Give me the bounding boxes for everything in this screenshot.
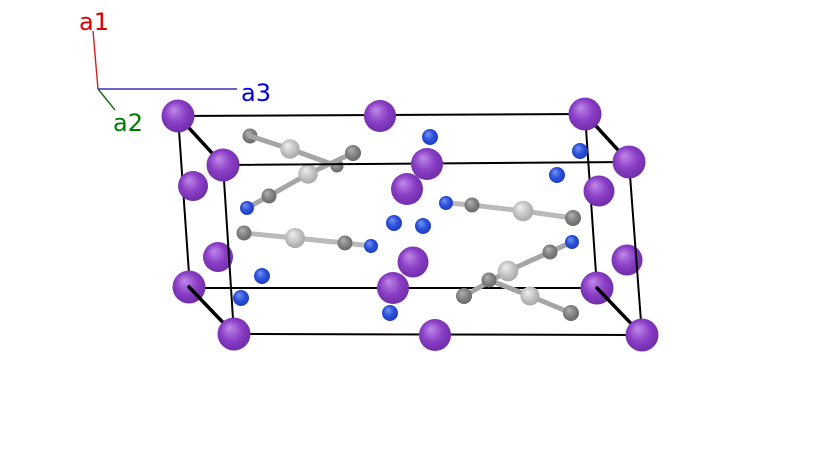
axis-line-a2: [97, 88, 116, 111]
axis-label-a3: a3: [241, 79, 271, 107]
atom-purple-sphere[interactable]: [419, 319, 451, 351]
cell-edge-front: [222, 164, 235, 335]
atom-purple-sphere[interactable]: [625, 318, 659, 352]
atoms-and-bonds: [161, 97, 643, 321]
atom-gray-sphere[interactable]: [481, 272, 497, 288]
atom-purple-sphere[interactable]: [178, 171, 208, 201]
atom-blue-sphere[interactable]: [382, 305, 398, 321]
atom-gray-sphere[interactable]: [565, 210, 581, 226]
atom-gray-sphere[interactable]: [261, 188, 277, 204]
atom-blue-sphere[interactable]: [233, 290, 249, 306]
atom-gray-sphere[interactable]: [456, 288, 472, 304]
atom-purple-sphere[interactable]: [161, 99, 195, 133]
atom-grayLight-sphere[interactable]: [497, 260, 519, 282]
atom-purple-sphere[interactable]: [583, 175, 615, 207]
front-atoms: [206, 145, 659, 352]
cell-edge-back: [177, 115, 191, 289]
atom-grayLight-sphere[interactable]: [285, 228, 305, 248]
cell-edge-front: [628, 161, 643, 336]
atom-purple-sphere[interactable]: [611, 244, 643, 276]
atom-gray-sphere[interactable]: [337, 235, 353, 251]
atom-purple-sphere[interactable]: [206, 148, 240, 182]
atom-blue-sphere[interactable]: [254, 268, 270, 284]
atom-blue-sphere[interactable]: [572, 143, 588, 159]
atom-gray-sphere[interactable]: [542, 244, 558, 260]
atom-purple-sphere[interactable]: [568, 97, 602, 131]
atom-purple-sphere[interactable]: [612, 145, 646, 179]
atom-purple-sphere[interactable]: [377, 272, 409, 304]
atom-blue-sphere[interactable]: [422, 129, 438, 145]
atom-blue-sphere[interactable]: [565, 235, 579, 249]
atom-gray-sphere[interactable]: [464, 197, 480, 213]
atom-blue-sphere[interactable]: [240, 201, 254, 215]
atom-grayLight-sphere[interactable]: [298, 164, 318, 184]
atom-purple-sphere[interactable]: [391, 173, 423, 205]
atom-gray-sphere[interactable]: [345, 145, 361, 161]
axis-label-a1: a1: [79, 8, 109, 36]
atom-gray-sphere[interactable]: [236, 225, 252, 241]
atom-blue-sphere[interactable]: [386, 215, 402, 231]
atom-purple-sphere[interactable]: [397, 246, 429, 278]
axis-label-a2: a2: [113, 109, 143, 137]
axes-widget: a1 a2 a3: [79, 8, 271, 137]
atom-blue-sphere[interactable]: [415, 218, 431, 234]
axis-line-a1: [92, 30, 99, 90]
atom-grayLight-sphere[interactable]: [512, 200, 534, 222]
atom-purple-sphere[interactable]: [203, 242, 233, 272]
atom-purple-sphere[interactable]: [411, 148, 443, 180]
atom-grayLight-sphere[interactable]: [520, 286, 540, 306]
atom-purple-sphere[interactable]: [364, 100, 396, 132]
atom-grayLight-sphere[interactable]: [280, 139, 300, 159]
atom-blue-sphere[interactable]: [364, 239, 378, 253]
atom-blue-sphere[interactable]: [549, 167, 565, 183]
atom-gray-sphere[interactable]: [563, 305, 579, 321]
atom-purple-sphere[interactable]: [217, 317, 251, 351]
atom-blue-sphere[interactable]: [439, 196, 453, 210]
